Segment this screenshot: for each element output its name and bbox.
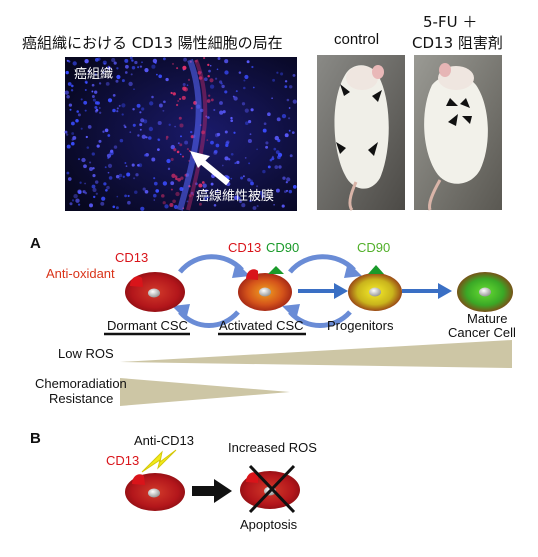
low-ros-label: Low ROS — [58, 346, 114, 361]
figure-title: 癌組織における CD13 陽性細胞の局在 — [22, 34, 283, 52]
cd13-label: CD13 — [106, 453, 140, 468]
low-ros-wedge — [120, 340, 512, 368]
membrane-arrow — [190, 151, 230, 186]
lightning-bolt-icon — [141, 449, 177, 473]
anti-oxidant-label: Anti-oxidant — [46, 266, 115, 281]
chemoradiation-label-line2: Resistance — [49, 391, 114, 406]
chemoradiation-label-line1: Chemoradiation — [35, 376, 127, 391]
progenitor-cell — [348, 265, 402, 311]
cd13-marker — [246, 472, 258, 483]
cd90-marker — [368, 265, 384, 274]
mouse-photo-control — [317, 55, 405, 211]
targeted-cell — [125, 473, 185, 511]
cd13-marker — [132, 474, 145, 485]
chemoradiation-wedge — [120, 378, 290, 406]
dormant-csc-cell — [125, 272, 185, 312]
panel-b-label: B — [30, 430, 41, 447]
black-arrow — [192, 479, 232, 503]
anti-cd13-label: Anti-CD13 — [134, 433, 194, 448]
apoptotic-cell — [240, 464, 300, 514]
apoptosis-label: Apoptosis — [240, 517, 298, 532]
treated-label-line2: CD13 阻害剤 — [412, 34, 503, 52]
micrograph-image — [64, 56, 297, 211]
cd13-marker — [246, 269, 258, 280]
cycle-arrows — [172, 254, 362, 328]
progression-arrows — [298, 283, 452, 299]
activated-csc-cell — [238, 266, 292, 311]
stage-dormant-label: Dormant CSC — [107, 318, 188, 333]
stage-progenitors-label: Progenitors — [327, 318, 394, 333]
cd90-label: CD90 — [266, 240, 300, 255]
mature-cancer-cell — [457, 272, 513, 312]
panel-a-label: A — [30, 235, 41, 252]
stage-mature-label-line1: Mature — [467, 311, 508, 326]
cd90-marker — [268, 266, 284, 274]
cd90-label: CD90 — [357, 240, 391, 255]
increased-ros-label: Increased ROS — [228, 440, 317, 455]
cd13-marker — [130, 276, 143, 287]
stage-mature-label-line2: Cancer Cell — [448, 325, 516, 340]
membrane-label: 癌線維性被膜 — [196, 189, 275, 204]
tissue-label: 癌組織 — [74, 67, 114, 82]
mouse-photo-treated — [414, 55, 502, 211]
treated-label-line1: 5-FU ＋ — [423, 13, 478, 31]
control-label: control — [334, 31, 380, 48]
cd13-label: CD13 — [228, 240, 262, 255]
cd13-label: CD13 — [115, 250, 149, 265]
stage-activated-label: Activated CSC — [219, 318, 304, 333]
